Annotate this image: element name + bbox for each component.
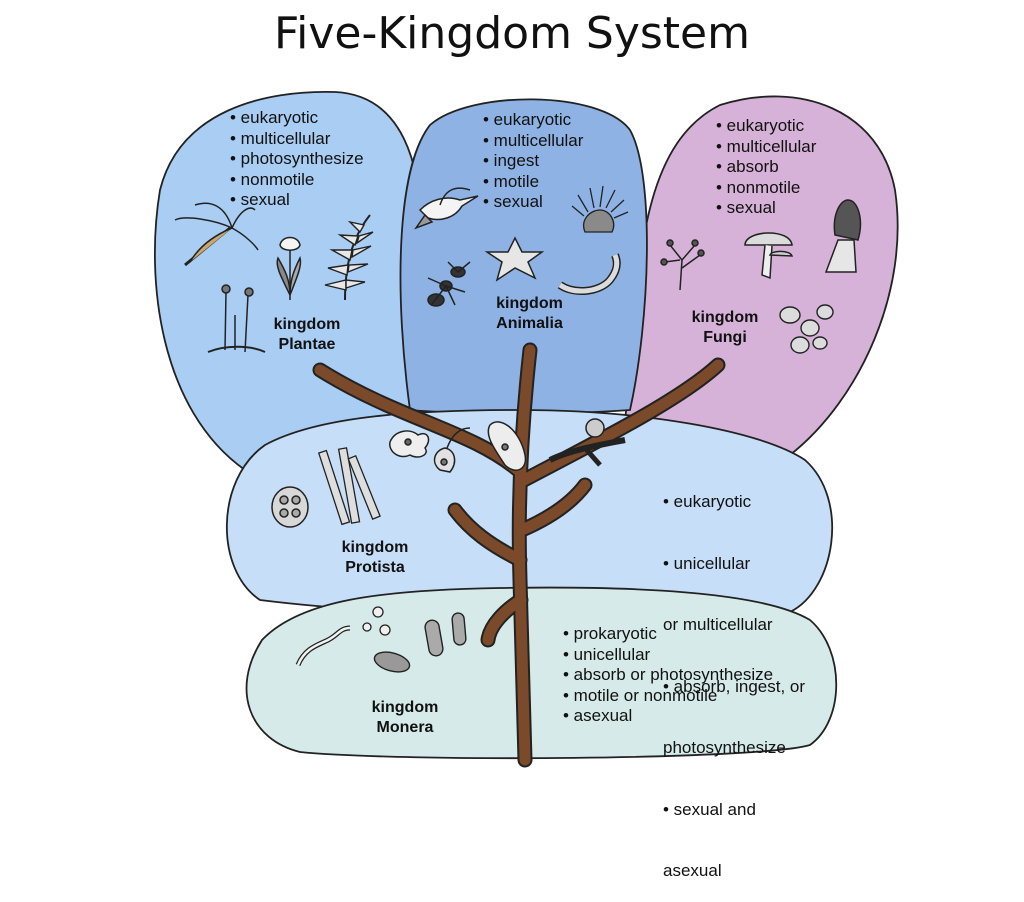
ant-icon <box>427 261 471 307</box>
amoeba-icon <box>389 430 430 458</box>
page-title: Five-Kingdom System <box>274 8 750 59</box>
trait-item: • photosynthesize <box>230 149 364 168</box>
trait-item: • eukaryotic <box>716 116 805 135</box>
trait-item: • multicellular <box>230 128 331 148</box>
starfish-icon <box>484 236 545 282</box>
trait-item: • sexual <box>230 190 290 209</box>
yeast-cells-icon <box>779 304 834 354</box>
monera-lobe <box>245 586 837 760</box>
fern-icon <box>324 214 374 301</box>
trait-item: • multicellular <box>483 130 584 150</box>
trait-item: • prokaryotic <box>563 624 657 643</box>
spirillum-icon <box>295 625 351 667</box>
worm-icon <box>557 253 621 295</box>
trait-item: • absorb, ingest, or <box>663 676 806 696</box>
trait-item: photosynthesize <box>663 738 786 757</box>
trait-item: • eukaryotic <box>483 110 572 129</box>
monera-traits: • prokaryotic • unicellular • absorb or … <box>563 624 773 727</box>
animalia-label: kingdom Animalia <box>496 295 563 332</box>
kingdom-tree-diagram <box>153 90 899 768</box>
trait-item: asexual <box>663 861 722 880</box>
trait-item: • sexual <box>716 198 776 217</box>
trait-item: • motile or nonmotile <box>563 685 718 705</box>
trait-item: or multicellular <box>663 615 773 634</box>
trait-item: • absorb or photosynthesize <box>563 665 774 684</box>
bacillus-icon <box>373 612 467 673</box>
coccus-icon <box>362 606 391 636</box>
animalia-traits: • eukaryotic • multicellular • ingest • … <box>483 110 583 213</box>
sea-anemone-icon <box>571 185 629 233</box>
trait-item: • sexual <box>483 192 543 211</box>
trait-item: • eukaryotic <box>663 492 752 511</box>
fungi-traits: • eukaryotic • multicellular • absorb • … <box>716 116 816 219</box>
fungi-label: kingdom Fungi <box>691 309 759 346</box>
slime-mold-icon <box>548 418 626 467</box>
tulip-icon <box>276 236 302 300</box>
diatom-icon <box>271 486 309 528</box>
hummingbird-icon <box>414 187 479 230</box>
protista-label: kingdom Protista <box>341 539 409 576</box>
trait-item: • multicellular <box>716 136 817 156</box>
liverwort-icon <box>207 284 266 353</box>
trait-item: • unicellular <box>563 644 651 664</box>
morel-icon <box>824 199 862 273</box>
trait-item: • absorb <box>716 157 779 176</box>
plantae-label: kingdom Plantae <box>273 316 341 353</box>
trait-item: • sexual and <box>663 799 756 819</box>
trait-item: • nonmotile <box>716 177 801 197</box>
algae-filament-icon <box>317 447 381 526</box>
trait-item: • nonmotile <box>230 169 315 189</box>
euglena-icon <box>433 427 471 473</box>
mushroom-icon <box>744 232 794 280</box>
trait-item: • asexual <box>563 706 633 725</box>
trait-item: • ingest <box>483 151 540 170</box>
trait-item: • motile <box>483 171 540 191</box>
trait-item: • eukaryotic <box>230 108 319 127</box>
moss-plant-icon <box>174 202 259 267</box>
monera-label: kingdom Monera <box>371 699 439 736</box>
plantae-traits: • eukaryotic • multicellular • photosynt… <box>230 108 364 211</box>
paramecium-icon <box>487 421 527 471</box>
mold-icon <box>660 239 705 291</box>
trait-item: • unicellular <box>663 553 751 573</box>
